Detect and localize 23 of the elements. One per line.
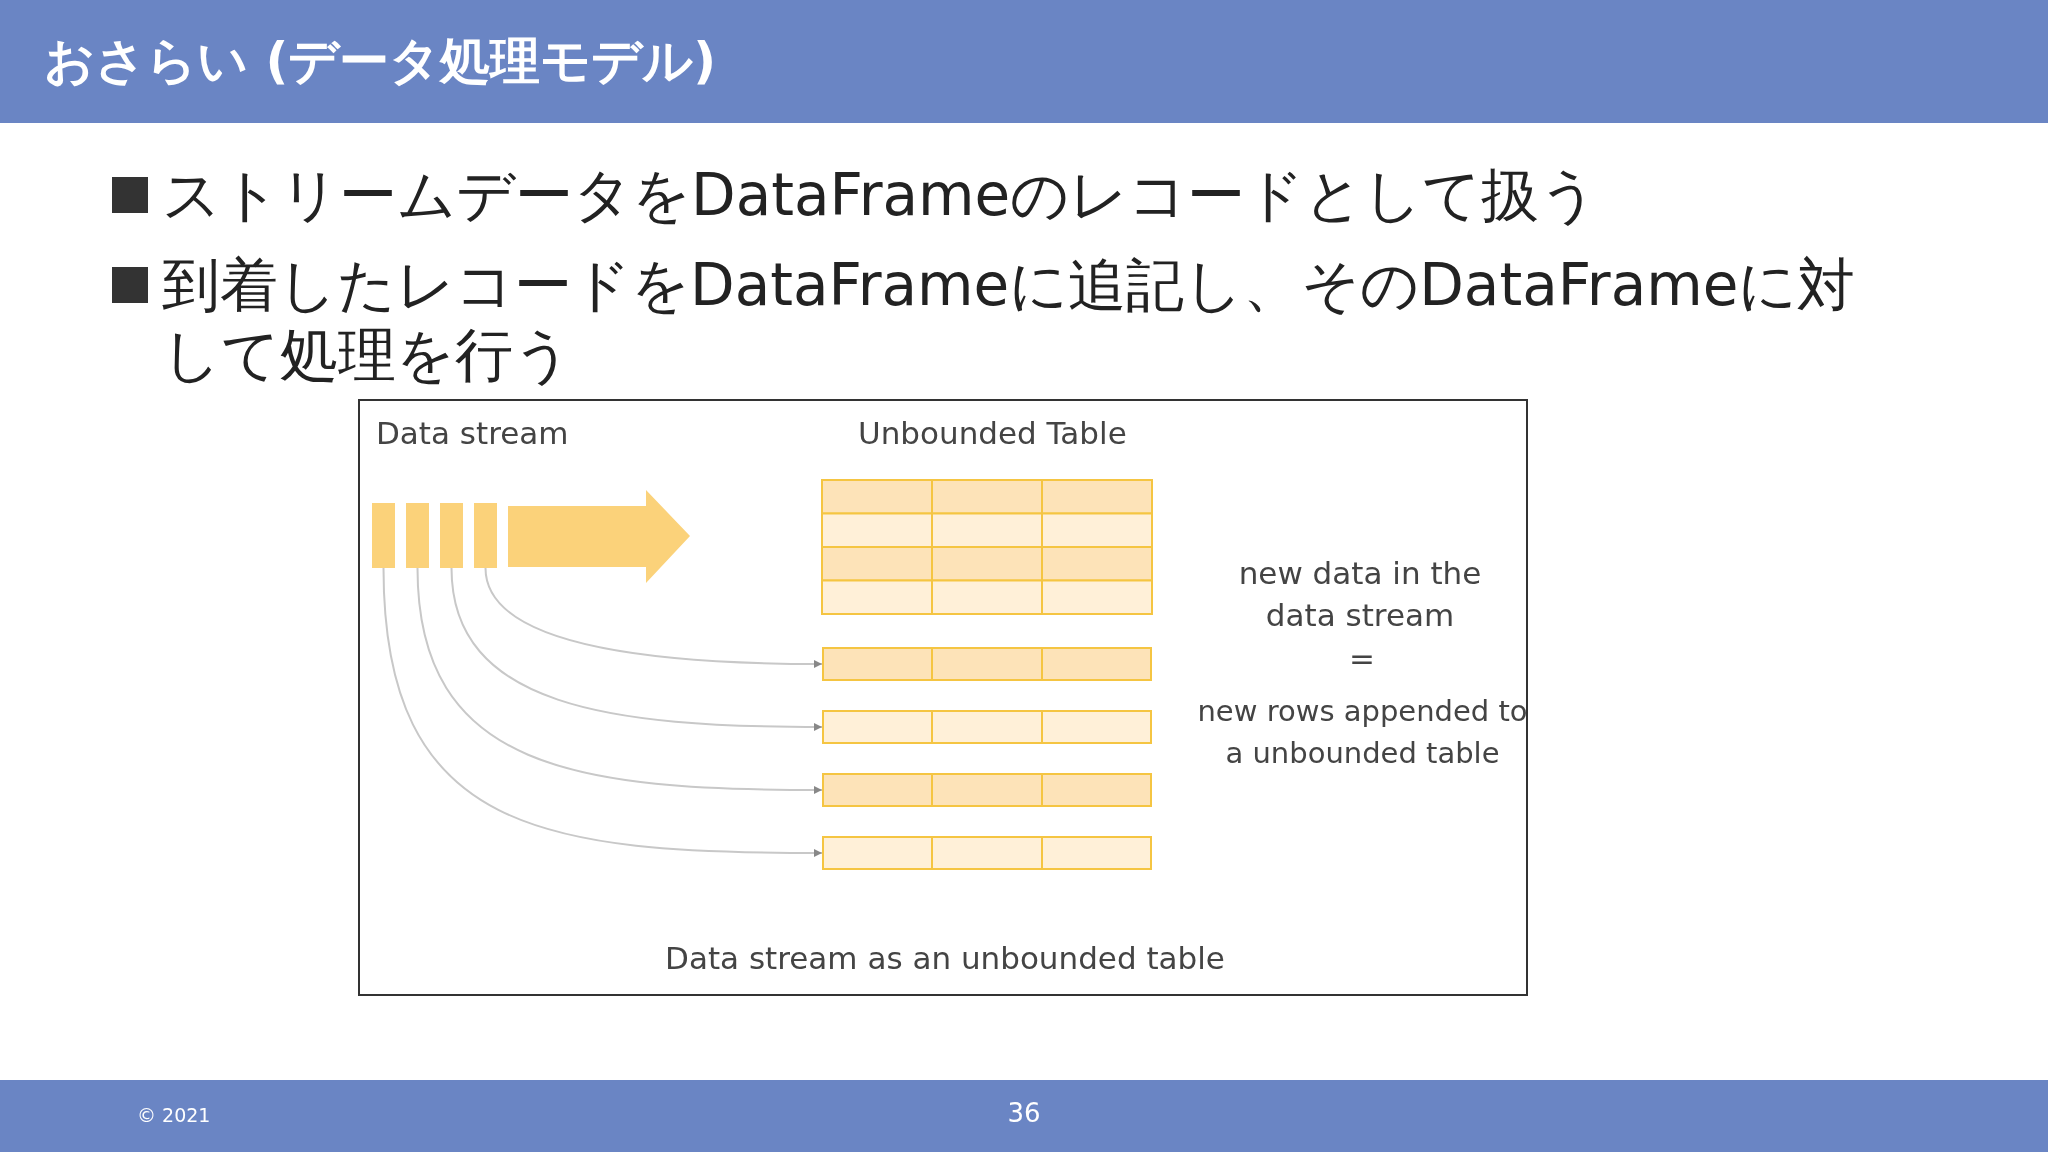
table-heading: Unbounded Table	[858, 415, 1127, 451]
copyright-text: © 2021	[137, 1104, 211, 1126]
bullet-text: ストリームデータをDataFrameのレコードとして扱う	[162, 160, 1600, 230]
table-row	[822, 836, 1152, 870]
panel-heading: Data stream	[376, 415, 569, 451]
arrow	[484, 567, 823, 668]
bullet-text: 到着したレコードをDataFrameに追記し、そのDataFrameに対して処理を行う	[162, 250, 1857, 390]
page-number: 36	[1006, 1098, 1042, 1128]
table-row	[822, 647, 1152, 681]
slide-title: おさらい (データ処理モデル)	[44, 31, 717, 92]
arrow	[416, 567, 823, 794]
stream-block	[372, 503, 395, 568]
stream-block	[406, 503, 429, 568]
stream-block	[440, 503, 463, 568]
note-text: new rows appended to a unbounded table	[1196, 693, 1529, 772]
stream-block	[474, 503, 497, 568]
table-row	[822, 773, 1152, 807]
table-row	[822, 710, 1152, 744]
arrow	[382, 567, 823, 857]
figure-caption: Data stream as an unbounded table	[664, 940, 1226, 976]
equals-sign: =	[1348, 640, 1376, 676]
arrow	[450, 567, 823, 731]
note-text: new data in the data stream	[1237, 554, 1483, 635]
